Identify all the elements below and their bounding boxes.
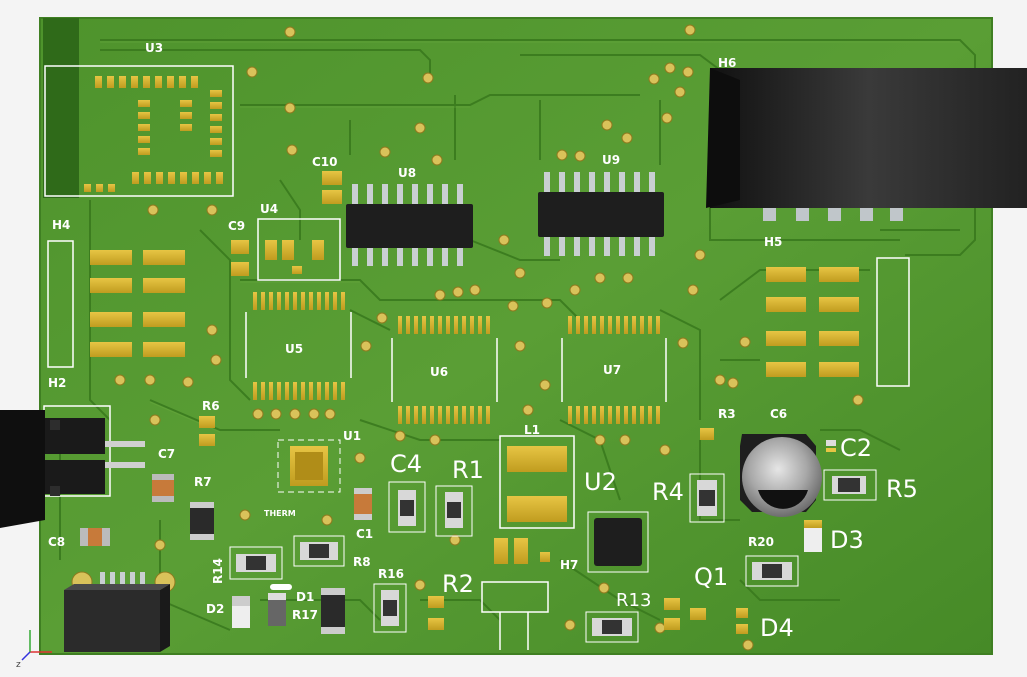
label-r17: R17 [292, 608, 318, 622]
c10-part [322, 171, 342, 204]
u3-pads [84, 76, 223, 192]
label-r14: R14 [211, 558, 225, 584]
label-u4: U4 [260, 202, 278, 216]
u2-ic [587, 511, 649, 573]
h4-outline [47, 240, 74, 368]
label-c4: C4 [390, 450, 422, 478]
label-c7: C7 [158, 447, 175, 461]
label-h7: H7 [560, 558, 578, 572]
svg-text:z: z [16, 660, 21, 670]
r20-part [745, 555, 799, 587]
label-c9: C9 [228, 219, 245, 233]
h2-connector [0, 405, 145, 528]
r5-part [823, 469, 877, 501]
label-c10: C10 [312, 155, 338, 169]
label-therm: THERM [264, 509, 296, 518]
label-r8: R8 [353, 555, 371, 569]
u6-footprint [391, 316, 498, 424]
u9-ic [538, 172, 664, 256]
c8-part [80, 528, 110, 546]
label-u6: U6 [430, 365, 448, 379]
label-d3: D3 [830, 526, 864, 554]
label-h2: H2 [48, 376, 66, 390]
r13-part [585, 611, 639, 643]
h5-side-outline [876, 257, 910, 387]
d3-part [804, 520, 822, 552]
label-u3: U3 [145, 41, 163, 55]
u3-module-outline [44, 65, 234, 197]
c4-part [388, 481, 426, 533]
c2-part [826, 440, 836, 452]
u5-footprint [245, 292, 352, 400]
r2-part [428, 596, 444, 630]
c6-capacitor [740, 434, 822, 517]
label-r5: R5 [886, 475, 918, 503]
l1-inductor [499, 435, 575, 529]
label-r4: R4 [652, 478, 684, 506]
bottom-connector-outline [481, 581, 549, 650]
usb-connector [64, 571, 176, 652]
misc-pads [664, 428, 714, 630]
label-c6: C6 [770, 407, 787, 421]
d4-part [736, 608, 748, 634]
r8-part [293, 535, 345, 567]
c9-part [231, 240, 249, 276]
label-r2: R2 [442, 570, 474, 598]
label-d1: D1 [296, 590, 314, 604]
right-pad-array [766, 267, 859, 377]
label-r3: R3 [718, 407, 736, 421]
label-r6: R6 [202, 399, 220, 413]
label-c8: C8 [48, 535, 65, 549]
label-h5: H5 [764, 235, 782, 249]
r4-part [689, 473, 725, 523]
left-pad-array [90, 250, 185, 357]
label-r20: R20 [748, 535, 774, 549]
axis-triad-icon: z [16, 630, 52, 670]
label-l1: L1 [524, 423, 540, 437]
label-u9: U9 [602, 153, 620, 167]
silk-small: U3 H6 C10 U8 U9 U4 C9 H4 H5 U5 U6 U7 H2 … [48, 41, 787, 622]
u8-ic [346, 184, 473, 266]
r6-part [199, 416, 215, 446]
label-u5: U5 [285, 342, 303, 356]
label-c2: C2 [840, 434, 872, 462]
r16-part [373, 583, 407, 633]
d1-part [268, 584, 292, 626]
label-r13: R13 [616, 590, 651, 611]
label-r16: R16 [378, 567, 404, 581]
via-group [114, 24, 864, 651]
r14-part [229, 546, 283, 580]
label-r7: R7 [194, 475, 212, 489]
label-q1: Q1 [694, 563, 728, 591]
u4-outline [257, 218, 341, 281]
silk-large: C2 C4 R1 U2 R4 R5 D3 Q1 R2 R13 D4 [390, 434, 918, 642]
label-d4: D4 [760, 614, 794, 642]
label-u1: U1 [343, 429, 361, 443]
label-h6: H6 [718, 56, 736, 70]
c7-part [152, 474, 174, 502]
label-u8: U8 [398, 166, 416, 180]
r17-part [321, 588, 345, 634]
board-left-strip [43, 18, 79, 198]
label-h4: H4 [52, 218, 70, 232]
h7-pads [494, 538, 550, 564]
label-u7: U7 [603, 363, 621, 377]
c1-part [354, 488, 372, 520]
u1-ic [277, 439, 341, 493]
r1-part [435, 485, 473, 537]
label-u2: U2 [584, 468, 617, 496]
d2-part [232, 596, 250, 628]
r7-part [190, 502, 214, 540]
label-c1: C1 [356, 527, 373, 541]
h6-connector [706, 68, 1027, 221]
u7-footprint [561, 316, 667, 424]
label-d2: D2 [206, 602, 224, 616]
u4-pads [265, 240, 324, 274]
label-r1: R1 [452, 456, 484, 484]
